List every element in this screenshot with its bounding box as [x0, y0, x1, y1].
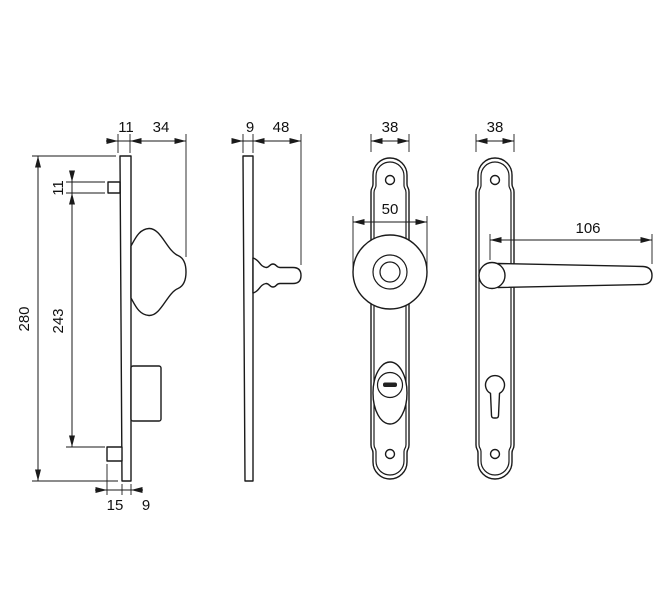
view-lever-side: 9 48: [231, 119, 302, 482]
cylinder-guard-front: [372, 361, 408, 425]
backplate-front-inner-line: [478, 161, 512, 476]
fixing-pin-top: [107, 181, 121, 194]
dim-label-bottom-offset: 15: [107, 497, 124, 514]
dim-label-bottom-thickness: 9: [142, 497, 150, 514]
backplate-side-profile: [242, 155, 254, 482]
lever-side-profile: [252, 257, 302, 294]
dim-label-knob-diameter: 50: [382, 201, 399, 218]
dim-label-handle-depth: 48: [273, 119, 290, 136]
backplate-side-profile: [119, 155, 132, 482]
cylinder-guard-side: [130, 365, 162, 422]
euro-cylinder-keyhole: [484, 374, 506, 419]
screw-hole-bottom: [489, 448, 501, 460]
backplate-front-outline: [475, 157, 515, 480]
dim-label-plate-width: 38: [382, 119, 399, 136]
backplate-front-inner-line: [373, 161, 407, 476]
dim-label-inner-height: 243: [50, 308, 67, 333]
view-knob-front: 38 50: [352, 119, 428, 480]
knob-side-profile: [130, 227, 187, 317]
dim-label-knob-depth: 34: [153, 119, 170, 136]
knob-rose-middle: [372, 254, 408, 290]
dim-label-pin-offset: 11: [50, 180, 67, 196]
cylinder-guard-slot: [383, 382, 397, 387]
knob-rose-inner: [379, 261, 401, 283]
lever-pivot: [478, 261, 506, 290]
view-lever-front: 38 106: [475, 119, 653, 480]
cylinder-guard-core: [376, 371, 404, 399]
dim-label-total-height: 280: [16, 306, 33, 331]
view-knob-side: 11 34 280 11 243 15 9: [16, 119, 187, 514]
screw-hole-top: [384, 174, 396, 186]
dim-label-plate-width: 38: [487, 119, 504, 136]
screw-hole-top: [489, 174, 501, 186]
fixing-pin-bottom: [106, 446, 123, 462]
dim-label-plate-thickness: 11: [118, 119, 134, 136]
screw-hole-bottom: [384, 448, 396, 460]
dim-label-plate-thickness: 9: [246, 119, 254, 136]
dim-label-handle-length: 106: [575, 220, 600, 237]
knob-rose-outer: [352, 234, 428, 310]
lever-handle-front: [497, 262, 653, 289]
